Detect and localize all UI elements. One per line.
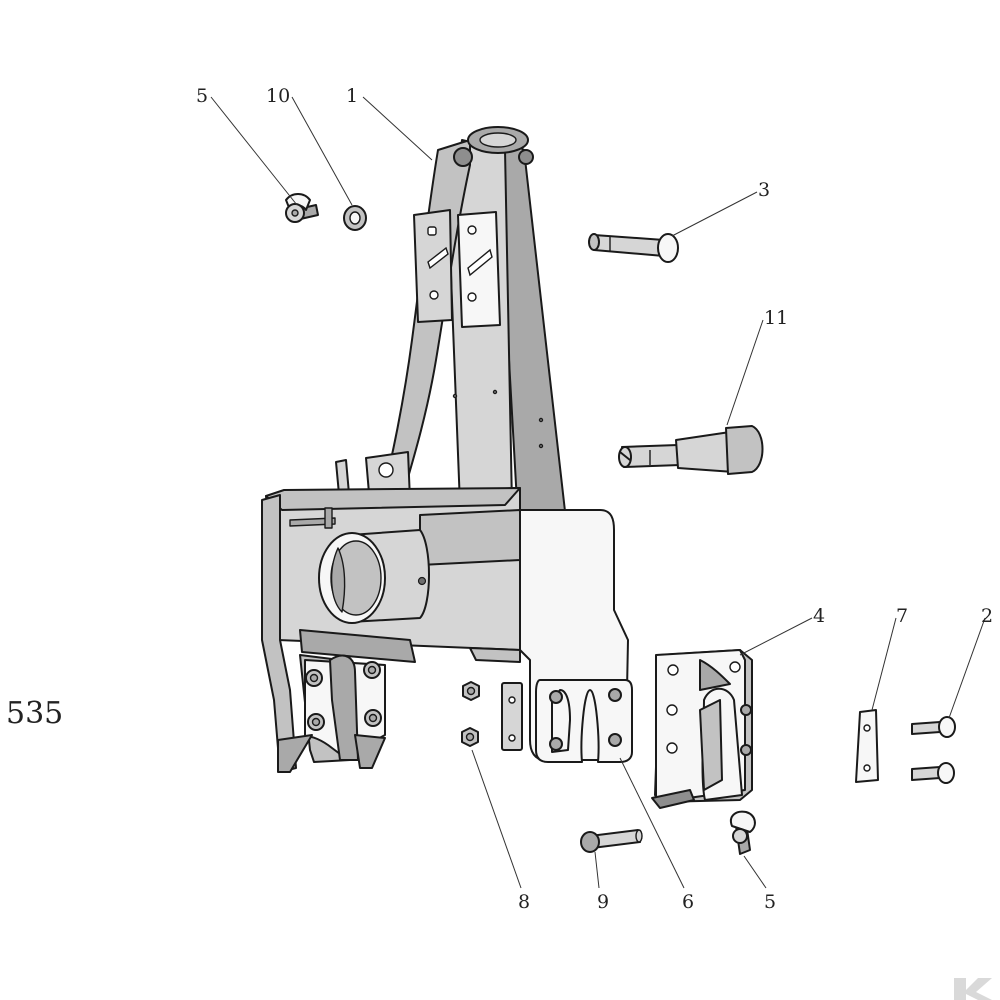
- lynch-pin-part-top: [285, 193, 319, 223]
- k-logo-icon: [954, 978, 992, 1000]
- callout-labels: 5 10 1 3 11 4 7 2 8 9 6 5: [196, 85, 993, 913]
- jaw-nut-group: [305, 661, 382, 731]
- main-frame-part: [261, 126, 629, 773]
- pin-part-3: [588, 233, 679, 263]
- side-plate-part: [501, 679, 633, 763]
- callout-6: 6: [682, 891, 694, 913]
- leader-lines: [210, 96, 986, 889]
- callout-4: 4: [813, 605, 825, 627]
- pin-part-9: [580, 829, 643, 853]
- stepped-pin-part: [618, 425, 764, 475]
- page-number: 535: [6, 696, 63, 731]
- washer-part: [343, 205, 367, 231]
- lynch-pin-part-bottom: [730, 810, 756, 855]
- callout-8: 8: [518, 891, 530, 913]
- callout-11: 11: [764, 307, 788, 329]
- callout-5-top: 5: [196, 85, 208, 107]
- callout-9: 9: [597, 891, 609, 913]
- callout-7: 7: [896, 605, 908, 627]
- callout-2: 2: [981, 605, 993, 627]
- plate-part: [651, 649, 753, 809]
- bolt-part: [911, 716, 956, 784]
- strip-plate-part: [855, 709, 879, 783]
- callout-3: 3: [758, 179, 770, 201]
- callout-1: 1: [346, 85, 358, 107]
- callout-5-bottom: 5: [764, 891, 776, 913]
- nut-part: [461, 681, 480, 747]
- callout-10: 10: [266, 85, 290, 107]
